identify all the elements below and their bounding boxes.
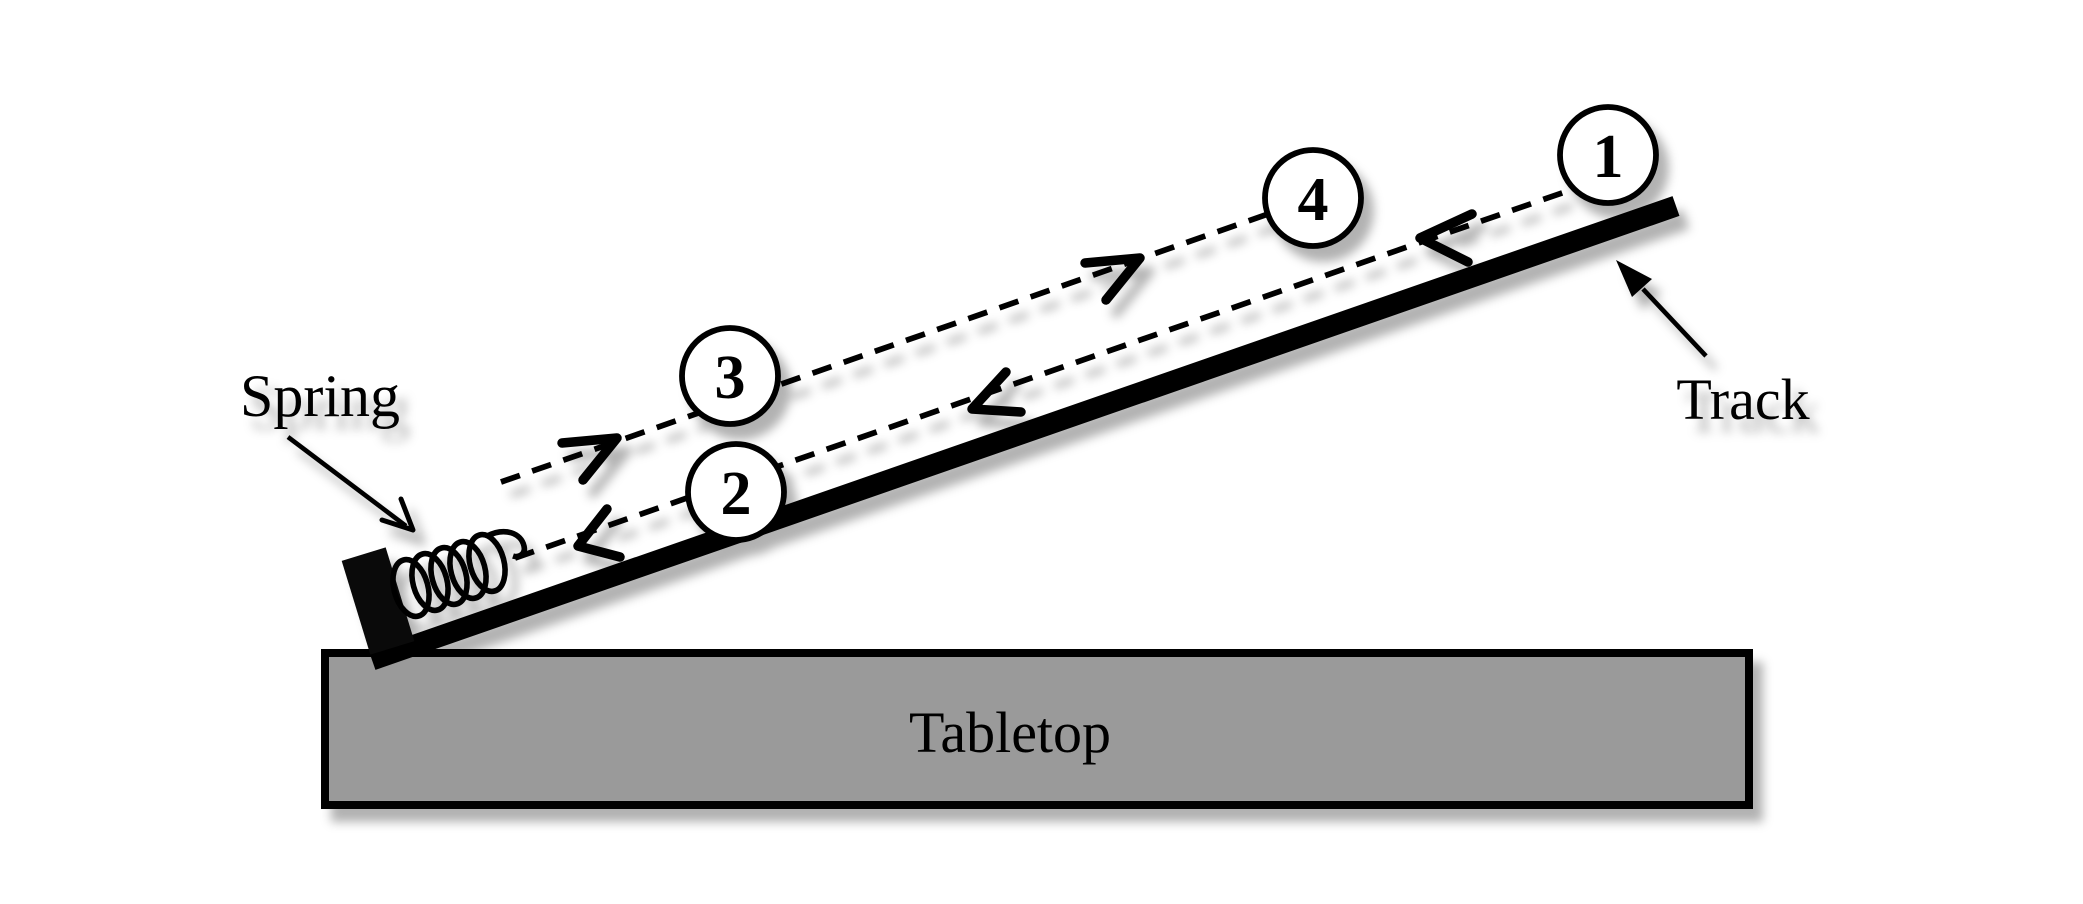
marker-3-number: 3 [715,344,746,412]
diagram-ink-layer: Tabletop [240,104,1810,809]
spring-coil-hook [485,528,528,560]
marker-1-circle [1557,104,1659,206]
marker-4-number: 4 [1298,166,1329,234]
marker-4-circle [1262,147,1364,249]
position-marker-3: 3 [679,325,781,427]
marker-1-number: 1 [1593,123,1624,191]
spring-pointer-arrowhead-icon [379,496,416,533]
track-pointer-arrowhead-icon [1616,260,1652,297]
track-line [368,196,1680,670]
spring-pointer-line [286,435,408,528]
track-annotation: Track [1616,260,1810,432]
up-arrow-icon [557,433,622,485]
position-marker-2: 2 [685,441,787,543]
track-label: Track [1676,367,1809,432]
spring-annotation: Spring [240,363,416,533]
tabletop: Tabletop [321,649,1753,809]
down-incline-arrows [573,209,1477,562]
marker-3-circle [679,325,781,427]
down-arrow-icon [967,367,1026,417]
tabletop-rect [321,649,1753,809]
position-marker-1: 1 [1557,104,1659,206]
spring-coil [390,528,528,620]
down-arrow-icon [1415,209,1477,267]
track-pointer-line [1641,287,1708,358]
up-arrow-icon [1080,253,1145,305]
tabletop-label: Tabletop [909,700,1111,765]
spring-label: Spring [240,363,400,429]
position-marker-4: 4 [1262,147,1364,249]
marker-2-number: 2 [721,460,752,528]
spring-anchor-block [341,547,415,655]
marker-2-circle [685,441,787,543]
up-incline-arrows [557,253,1145,485]
down-arrow-icon [573,504,625,562]
path-1-to-2-dashed-line [514,183,1583,561]
